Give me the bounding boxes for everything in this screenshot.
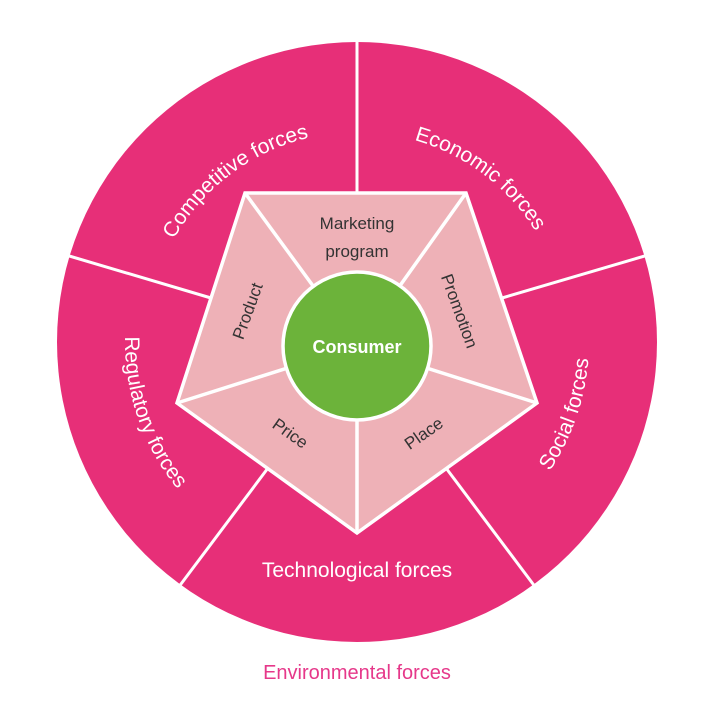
consumer-label: Consumer [312, 337, 401, 357]
marketing-program-label-1: Marketing [320, 214, 395, 233]
environmental-forces-label: Environmental forces [263, 662, 451, 684]
consumer-circle [281, 270, 433, 422]
technological-forces-label: Technological forces [262, 559, 452, 582]
sector-dividers [65, 40, 649, 589]
marketing-program-label-2: program [325, 242, 388, 261]
